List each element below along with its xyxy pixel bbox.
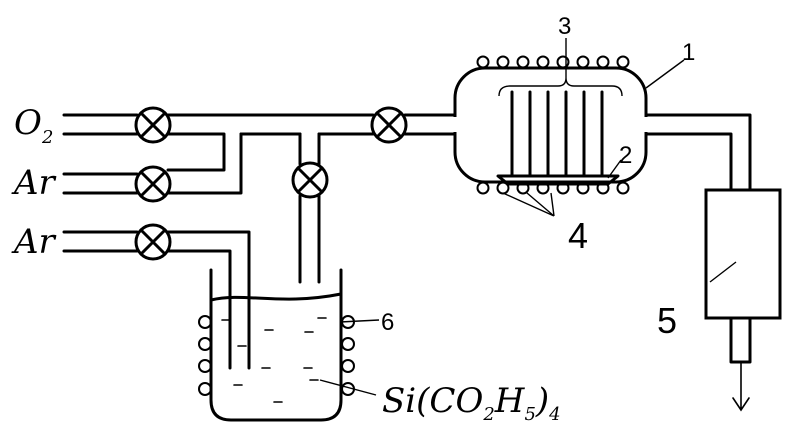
wafer-stack xyxy=(510,90,604,178)
valve-ar-1 xyxy=(134,165,172,203)
exhaust-arrow-icon xyxy=(732,361,750,412)
inlet-label-o2: O 2 xyxy=(14,103,53,148)
valve-bubbler xyxy=(291,161,329,199)
trap-vessel xyxy=(704,188,782,320)
wafer-holder xyxy=(496,174,620,186)
reagent-formula: Si(CO2H5)4 xyxy=(382,381,561,425)
callout-bath-heater: 6 xyxy=(381,309,394,336)
callout-wafers: 3 xyxy=(558,13,571,40)
leader-lines xyxy=(319,38,737,396)
callout-holder: 2 xyxy=(619,142,632,169)
valve-main xyxy=(370,106,408,144)
piping xyxy=(62,113,752,370)
callout-trap: 5 xyxy=(657,300,677,341)
inlet-subscript-o2: 2 xyxy=(41,127,53,148)
callout-heaters: 4 xyxy=(568,215,588,256)
inlet-label-ar-2: Ar xyxy=(11,222,57,262)
valve-ar-2 xyxy=(134,223,172,261)
inlet-label-ar-1: Ar xyxy=(11,163,57,203)
liquid-surface xyxy=(209,292,343,302)
inlet-gas-o2: O xyxy=(14,103,42,143)
liquid-dashes xyxy=(221,317,327,403)
callout-chamber: 1 xyxy=(682,39,695,66)
valve-o2 xyxy=(134,106,172,144)
bubbler-vessel xyxy=(209,268,343,422)
